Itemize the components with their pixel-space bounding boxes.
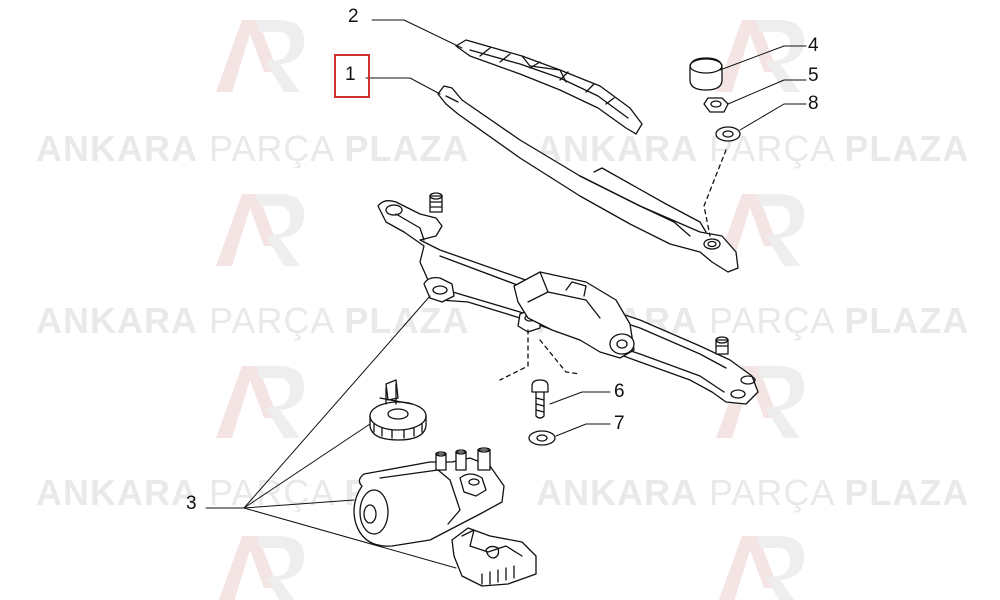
watermark-logo [218,536,305,600]
leader-6 [549,391,611,405]
callout-7: 7 [614,413,625,434]
wiper-blade [455,39,643,135]
arm-nut [703,97,729,113]
watermark-logo [216,20,305,92]
leader-lines [205,19,807,569]
watermark-logo [216,194,305,266]
callout-1: 1 [345,64,356,85]
leader-8 [739,103,807,131]
callout-8: 8 [808,93,819,114]
leader-3b [243,423,371,509]
callout-3: 3 [186,493,197,514]
watermark-text: ANKARA PARÇA PLAZA [536,472,970,513]
callout-2: 2 [348,6,359,27]
wiper-motor [353,447,505,547]
assembly-axis-line [703,149,727,237]
leader-4 [719,45,807,71]
watermark-logo [718,536,805,600]
leader-3d [243,507,457,569]
wiper-linkage [377,192,759,405]
leader-2 [371,19,463,49]
wiper-arm [437,85,739,273]
arm-cap [689,57,723,91]
leader-7 [555,423,611,437]
leader-3c [243,499,355,509]
watermark-logo [716,20,805,92]
callout-4: 4 [808,35,819,56]
mount-washer [528,430,556,446]
callout-5: 5 [808,65,819,86]
motor-gear [369,379,427,441]
leader-1 [365,77,441,95]
callout-6: 6 [614,381,625,402]
watermark-logo [216,366,305,438]
motor-cover [451,527,537,587]
watermark-text: ANKARA PARÇA PLAZA [36,128,470,169]
watermark-text: ANKARA PARÇA PLAZA [36,300,470,341]
watermark-text: ANKARA PARÇA PLAZA [536,128,970,169]
callout-1-highlight [334,54,370,98]
watermark-logo [716,366,805,438]
arm-washer [715,126,741,142]
leader-5 [727,79,807,105]
mount-bolt [531,379,549,419]
